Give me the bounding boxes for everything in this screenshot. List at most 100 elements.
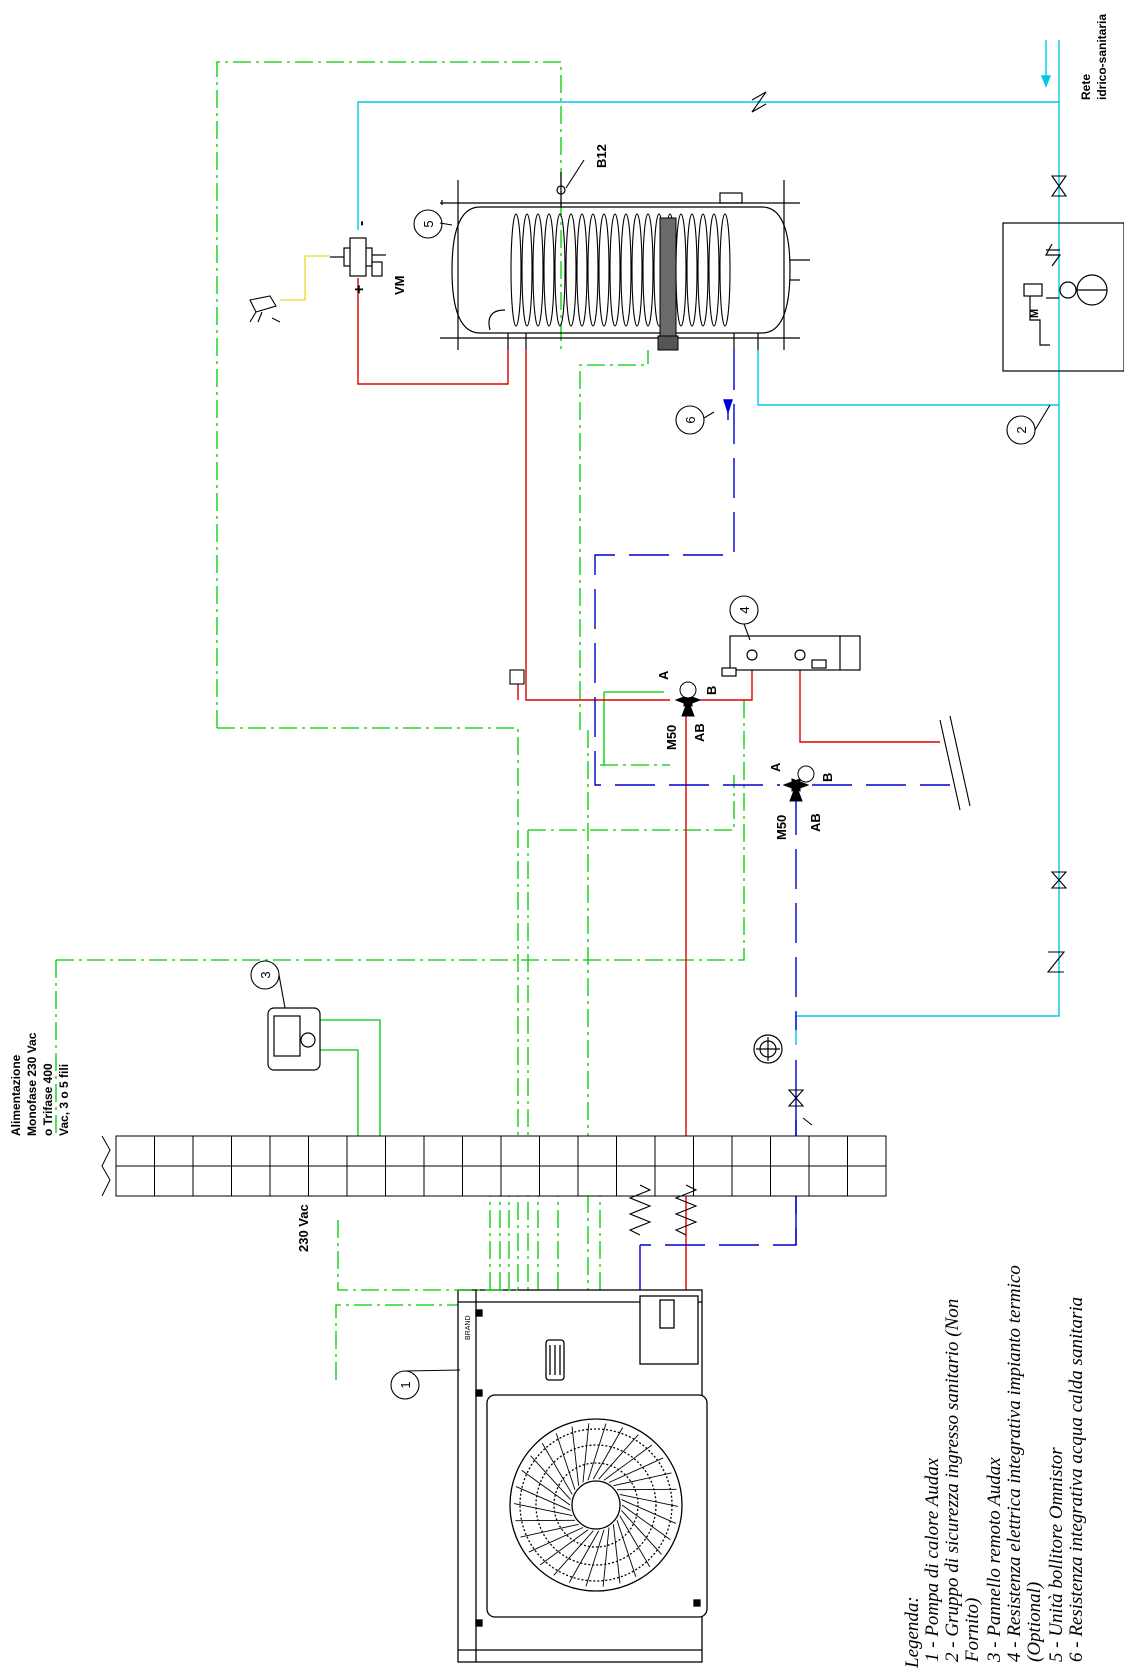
label-ab-lower: AB bbox=[808, 813, 823, 832]
legend-item-3: 3 - Pannello remoto Audax bbox=[984, 1457, 1005, 1663]
coil-turn bbox=[620, 213, 632, 327]
label-plus: + bbox=[351, 285, 368, 294]
fan-blade bbox=[619, 1515, 651, 1568]
coil-turn bbox=[697, 213, 709, 327]
fan-blade bbox=[520, 1523, 579, 1538]
label-alim-2: Monofase 230 Vac bbox=[25, 1032, 39, 1136]
fan-blade bbox=[530, 1455, 571, 1500]
coil-turn bbox=[554, 213, 566, 327]
label-b-lower: B bbox=[820, 773, 835, 782]
wall bbox=[101, 1135, 887, 1197]
label-a-lower: A bbox=[768, 762, 783, 772]
heating-resistance-module bbox=[721, 635, 861, 677]
labels: Rete idrico-sanitaria B12 VM + - M M50 A… bbox=[9, 14, 1109, 1252]
legend-title: Legenda: bbox=[902, 1596, 923, 1669]
label-alim-1: Alimentazione bbox=[9, 1054, 23, 1136]
coil-turn bbox=[510, 213, 522, 327]
fan-blade bbox=[515, 1486, 571, 1511]
label-b-upper: B bbox=[704, 686, 719, 695]
callout-6-label: 6 bbox=[683, 416, 698, 423]
coil-turn bbox=[521, 213, 533, 327]
expansion-pipes bbox=[939, 715, 971, 811]
coil-turn bbox=[686, 213, 698, 327]
fan-blade bbox=[603, 1444, 653, 1481]
label-idrico: idrico-sanitaria bbox=[1095, 14, 1109, 100]
fan-blade bbox=[541, 1442, 573, 1495]
dhw-resistance-cap bbox=[657, 335, 679, 351]
heat-pump-brand: BRAND bbox=[465, 1315, 472, 1340]
safety-group bbox=[1002, 222, 1124, 372]
dhw-resistance bbox=[659, 217, 677, 347]
callout-3-label: 3 bbox=[258, 971, 273, 978]
shower-icon bbox=[249, 255, 330, 323]
fan-blade bbox=[602, 1527, 610, 1587]
label-230vac: 230 Vac bbox=[296, 1204, 311, 1252]
fan-blade bbox=[621, 1504, 671, 1541]
callout-4-label: 4 bbox=[737, 606, 752, 613]
probe-icon bbox=[753, 1034, 783, 1064]
fan-blade bbox=[553, 1530, 594, 1576]
fan-blade bbox=[571, 1426, 580, 1486]
callout-numbers: 1 2 3 4 5 6 bbox=[258, 220, 1029, 1388]
coil-turn bbox=[565, 213, 577, 327]
remote-panel bbox=[267, 1007, 321, 1071]
water-supply-lines bbox=[357, 40, 1060, 1045]
fan-blade bbox=[568, 1530, 600, 1583]
fan-blade bbox=[598, 1434, 639, 1480]
coil-turn bbox=[719, 213, 731, 327]
callout-5-label: 5 bbox=[421, 220, 436, 227]
fan-blade bbox=[528, 1527, 584, 1553]
coil-turn bbox=[576, 213, 588, 327]
callout-5 bbox=[413, 209, 443, 239]
fan-blade bbox=[513, 1503, 573, 1517]
fan-blade bbox=[613, 1472, 672, 1487]
coil-turn bbox=[675, 213, 687, 327]
coil-turn bbox=[708, 213, 720, 327]
legend-item-4b: (Optional) bbox=[1024, 1582, 1045, 1662]
hot-water-lines bbox=[357, 278, 940, 1466]
label-m50-upper: M50 bbox=[664, 725, 679, 750]
fan-blade bbox=[621, 1510, 662, 1555]
label-m: M bbox=[1029, 309, 1041, 318]
storage-tank bbox=[440, 172, 810, 350]
return-lines bbox=[594, 350, 950, 1246]
fan-blades bbox=[513, 1423, 679, 1587]
legend-item-5: 5 - Unità bollitore Omnistor bbox=[1046, 1447, 1067, 1662]
legend-item-2: 2 - Gruppo di sicurezza ingresso sanitar… bbox=[942, 1299, 963, 1662]
flexible-hoses bbox=[628, 1184, 698, 1236]
fan-blade bbox=[616, 1520, 637, 1577]
fan-blade bbox=[608, 1457, 664, 1483]
fan-blade bbox=[555, 1433, 576, 1490]
coil-turn bbox=[532, 213, 544, 327]
legend-item-2b: Fornito) bbox=[962, 1598, 983, 1663]
fan-blade bbox=[621, 1499, 677, 1524]
callout-2-label: 2 bbox=[1014, 426, 1029, 433]
heat-pump-unit bbox=[457, 1289, 708, 1663]
legend-item-6: 6 - Resistenza integrativa acqua calda s… bbox=[1066, 1297, 1087, 1662]
callout-6 bbox=[675, 405, 705, 435]
legend-item-1: 1 - Pompa di calore Audax bbox=[922, 1457, 943, 1662]
label-b12: B12 bbox=[594, 144, 609, 168]
label-alim-3: o Trifase 400 bbox=[41, 1063, 55, 1136]
label-minus: - bbox=[353, 221, 370, 226]
coil-turn bbox=[587, 213, 599, 327]
coil-turn bbox=[543, 213, 555, 327]
label-m50-lower: M50 bbox=[774, 815, 789, 840]
label-vm: VM bbox=[392, 276, 407, 296]
coil-turn bbox=[642, 213, 654, 327]
three-way-valve-upper bbox=[674, 681, 702, 717]
wall-break bbox=[101, 1135, 111, 1197]
v230-wire bbox=[337, 1220, 518, 1291]
fan-blade bbox=[587, 1423, 607, 1481]
mixing-valve bbox=[330, 237, 386, 277]
label-rete: Rete bbox=[1079, 74, 1093, 100]
three-way-valve-lower bbox=[782, 765, 815, 802]
label-alim-4: Vac, 3 o 5 fili bbox=[57, 1064, 71, 1136]
callouts bbox=[250, 159, 1051, 1400]
coil-turn bbox=[598, 213, 610, 327]
legend: Legenda: 1 - Pompa di calore Audax 2 - G… bbox=[902, 1265, 1087, 1669]
label-a-upper: A bbox=[656, 670, 671, 680]
callout-1-label: 1 bbox=[398, 1381, 413, 1388]
coil-turn bbox=[631, 213, 643, 327]
